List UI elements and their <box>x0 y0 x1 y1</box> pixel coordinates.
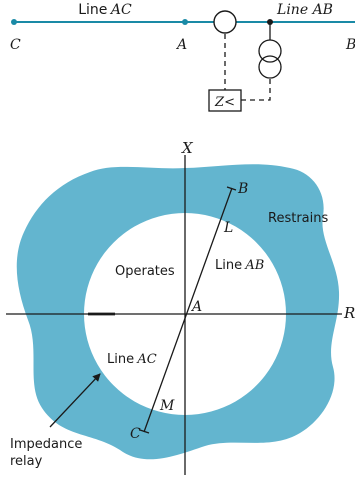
line-ab-top-label: Line AB <box>276 2 333 18</box>
bus-c-dot <box>11 19 17 25</box>
potential-transformer-icon-lower <box>258 55 282 79</box>
impedance-relay-label: Impedance relay <box>10 437 87 469</box>
impedance-relay-box <box>208 89 242 112</box>
point-c-tick <box>139 429 150 434</box>
bus-a-label: A <box>175 37 187 53</box>
point-c-label: C <box>130 426 141 442</box>
line-impedance-cb <box>143 187 233 433</box>
restrains-label: Restrains <box>268 211 328 226</box>
restrain-region <box>16 164 340 460</box>
operates-label: Operates <box>115 264 175 279</box>
x-axis-label: X <box>181 139 194 157</box>
point-m-label: M <box>159 398 175 414</box>
r-axis-label: R <box>343 304 355 322</box>
line-ac-rx-label: Line AC <box>107 351 157 367</box>
point-b-tick <box>226 186 237 191</box>
relay-dashed-link-pt <box>240 79 271 101</box>
rx-diagram: X R B L A M C Restrains Operates Line AB… <box>6 139 355 475</box>
impedance-relay-box-label: Z< <box>214 95 235 110</box>
bus-c-label: C <box>10 37 21 53</box>
potential-transformer-icon <box>258 39 282 63</box>
point-l-label: L <box>223 220 233 236</box>
bus-b-label: B <box>345 37 355 53</box>
bus-a-dot <box>182 19 188 25</box>
line-ac-top-label: Line AC <box>78 2 132 18</box>
line-ab-rx-label: Line AB <box>215 257 264 273</box>
impedance-relay-arrow <box>49 373 101 428</box>
circuit-breaker-icon <box>213 10 237 34</box>
point-a-label: A <box>190 299 202 315</box>
one-line-diagram: Line AC Line AB C A B Z< <box>10 2 355 112</box>
point-b-label: B <box>237 181 248 197</box>
